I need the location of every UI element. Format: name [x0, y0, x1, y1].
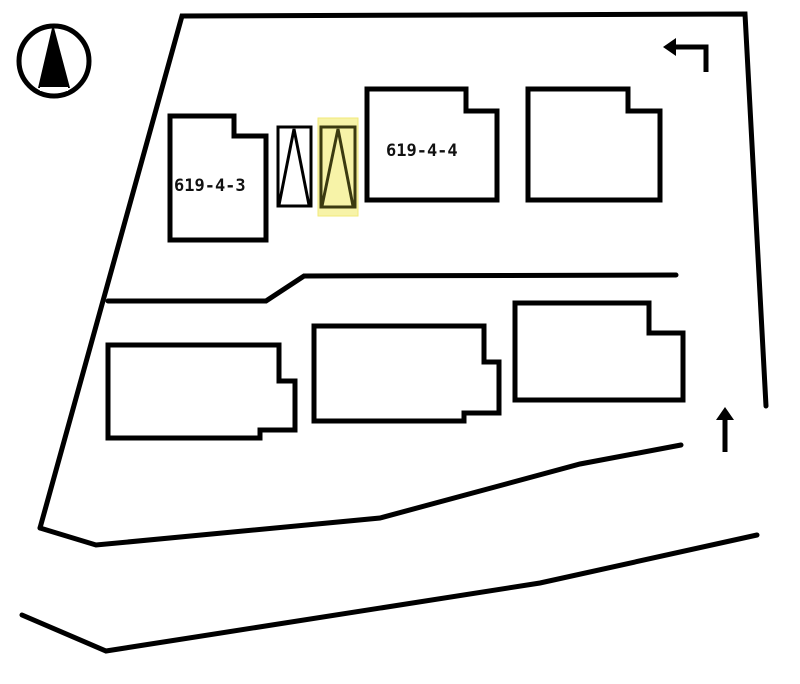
north-arrow-icon [16, 23, 92, 99]
lot-label-619-4-3: 619-4-3 [174, 176, 246, 196]
lot-label-619-4-4: 619-4-4 [386, 141, 458, 161]
parking-space-1[interactable] [276, 125, 313, 208]
building-upper-right[interactable] [525, 86, 663, 203]
lot-619-4-3[interactable] [167, 113, 269, 243]
building-lower-right[interactable] [512, 300, 686, 403]
site-lower-boundary [37, 442, 684, 548]
up-arrow-icon [716, 407, 734, 452]
building-lower-middle[interactable] [311, 323, 502, 424]
road-edge [19, 532, 760, 654]
site-boundary [37, 11, 769, 531]
parking-space-2-highlighted[interactable] [317, 117, 359, 217]
lot-619-4-4[interactable] [364, 86, 500, 203]
building-lower-left[interactable] [105, 342, 298, 441]
internal-road-line [105, 272, 679, 304]
turn-left-arrow-icon [663, 38, 709, 72]
